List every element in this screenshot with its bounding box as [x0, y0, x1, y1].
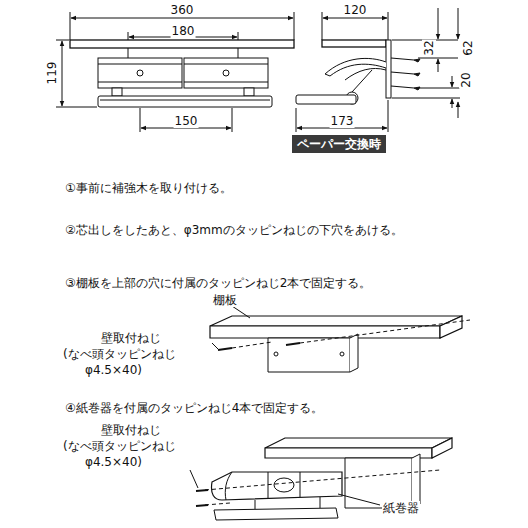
note-text: (なべ頭タッピンねじ: [62, 347, 177, 361]
note-text: 棚板: [212, 293, 238, 307]
caption-box: ペーパー交換時: [292, 135, 386, 153]
note-text: φ4.5×40): [84, 455, 143, 469]
note-text: ②芯出しをしたあと、φ3mmのタッピンねじの下穴をあける。: [64, 223, 404, 237]
note-text: φ4.5×40): [84, 363, 143, 377]
note-text: ④紙巻器を付属のタッピンねじ4本で固定する。: [64, 401, 324, 415]
dimension-label: 62: [461, 39, 475, 56]
dimension-label: 32: [422, 39, 436, 56]
note-text: ①事前に補強木を取り付ける。: [64, 181, 233, 195]
dimension-label: 173: [330, 114, 355, 128]
dimension-label: 150: [174, 114, 199, 128]
dimension-label: 20: [459, 71, 473, 88]
note-text: 紙巻器: [382, 501, 420, 515]
note-text: (なべ頭タッピンねじ: [62, 439, 177, 453]
dimension-label: 180: [171, 24, 196, 38]
note-text: 壁取付ねじ: [100, 423, 162, 437]
dimension-label: 360: [170, 3, 195, 17]
note-text: ③棚板を上部の穴に付属のタッピンねじ2本で固定する。: [64, 276, 372, 290]
dimension-label: 120: [343, 3, 368, 17]
dimension-label: 119: [45, 61, 59, 86]
note-text: 壁取付ねじ: [100, 331, 162, 345]
caption-text: ペーパー交換時: [297, 137, 381, 151]
